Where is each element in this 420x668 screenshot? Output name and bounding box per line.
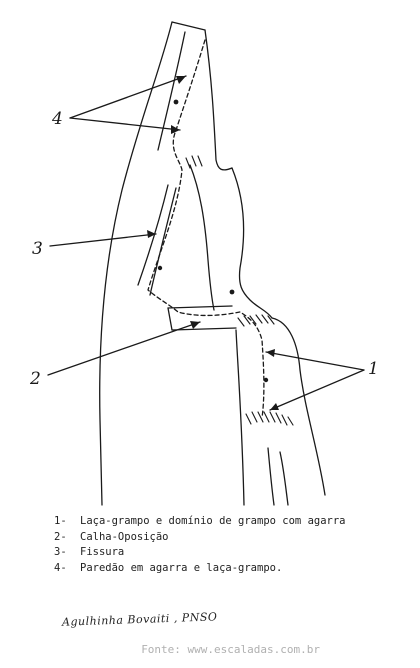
arrow-4-upper [69,75,187,119]
arrow-2 [47,321,201,376]
legend-text: Calha-Oposição [80,530,169,543]
arrowhead-4-upper [176,76,186,84]
arrowhead-1-lower [270,403,279,410]
legend-number: 2- [54,530,67,543]
hatch-ledge [237,314,275,327]
legend-number: 4- [54,561,67,574]
legend-text: Paredão em agarra e laça-grampo. [80,561,283,574]
legend-item: 2- Calha-Oposição [54,530,346,546]
arrowhead-1-upper [266,349,275,357]
spire-outline-top [171,21,206,31]
hold-mark [173,99,179,105]
arrow-1-lower [269,369,365,411]
source-credit: Fonte: www.escaladas.com.br [141,643,320,656]
lower-crack-2 [279,451,289,506]
climbing-route-sketch: 4 3 2 1 [29,21,379,506]
legend: 1- Laça-grampo e domínio de grampo com a… [54,514,346,576]
arrow-3 [49,233,157,247]
lower-crack [267,447,275,506]
legend-item: 4- Paredão em agarra e laça-grampo. [54,561,346,577]
arrow-1-upper [265,351,365,371]
label-4: 4 [51,109,63,129]
spire-outline-right-upper [204,29,233,171]
arrowhead-4-lower [171,125,180,134]
spire-outline-left [99,21,173,506]
handwritten-caption: Agulhinha Bovaiti , PNSO [61,610,218,629]
legend-item: 1- Laça-grampo e domínio de grampo com a… [54,514,346,530]
hold-mark [157,265,163,271]
crack-right-edge [149,187,177,296]
label-3: 3 [32,239,43,259]
ledge-top [167,305,233,309]
legend-item: 3- Fissura [54,545,346,561]
block-middle-outline [189,164,215,311]
hatch-lower [245,411,294,426]
label-1: 1 [368,359,379,379]
ledge-bottom [171,327,237,331]
arrowhead-2 [190,321,200,329]
arrowhead-3 [147,230,156,238]
arrow-4-lower [69,117,181,131]
crack-left-edge [137,184,169,286]
right-block-outline [231,167,273,319]
legend-text: Fissura [80,546,125,558]
legend-number: 1- [54,515,67,527]
label-2: 2 [29,369,41,389]
hatch-top-block [185,155,203,169]
legend-text: Laça-grampo e domínio de grampo com agar… [80,515,346,527]
lower-right-face [271,317,326,496]
hold-mark [229,289,235,295]
ledge-left [167,307,173,331]
legend-number: 3- [54,546,67,558]
lower-body-left [235,329,245,506]
upper-block-inner-edge [157,31,186,151]
hold-mark [263,377,269,383]
